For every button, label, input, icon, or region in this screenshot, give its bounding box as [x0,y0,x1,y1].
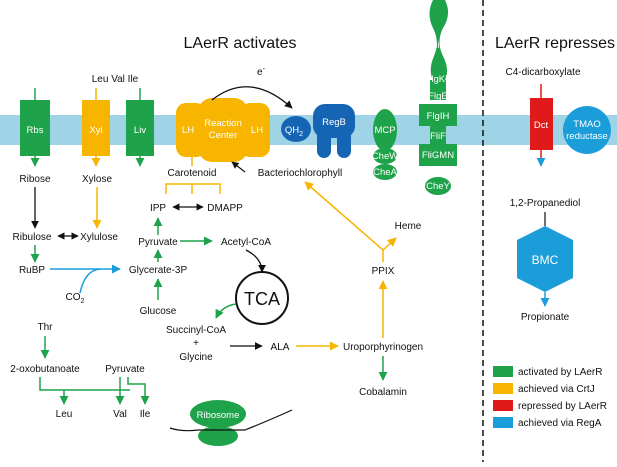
qh2-molecule: QH2 [281,116,311,142]
rbs-label: Rbs [27,125,44,136]
legend-swatch-orange [493,383,513,394]
acetyl-to-tca-arrow [245,249,266,273]
tmao-label: TMAO [573,119,600,130]
chey-label: CheY [426,181,450,192]
reaction-center-label-2: Center [209,130,238,141]
c4-dicarboxylate-label: C4-dicarboxylate [505,67,580,78]
flagellum: FliC FlgKL FlgE FlgIH FliF FliGMN CheY [419,0,457,195]
reaction-center-complex: LH Reaction Center LH [176,98,270,162]
pyruvate-2-label: Pyruvate [105,364,145,375]
legend-swatch-blue [493,417,513,428]
leu-val-ile-label: Leu Val Ile [92,74,139,85]
electron-transfer-arrow [211,86,293,109]
chea-protein [373,164,397,180]
lh-right-label: LH [251,125,263,136]
legend-label-repressed: repressed by LAerR [518,401,607,412]
flagellar-filament [429,0,449,80]
thr-label: Thr [38,322,54,333]
xylose-label: Xylose [82,174,112,185]
xyl-transporter: Xyl [82,88,110,167]
ppix-label: PPIX [372,266,395,277]
flic-label: FliC [430,40,447,51]
acetylcoa-label: Acetyl-CoA [221,237,271,248]
dct-label: Dct [534,120,549,131]
liv-transporter: Liv [126,88,154,167]
flgih-label: FlgIH [427,111,450,122]
chemotaxis-complex: MCP CheW CheA [372,109,398,180]
chew-protein [373,148,397,164]
flif-label: FliF [430,131,446,142]
regb-label: RegB [322,117,346,128]
cobalamin-label: Cobalamin [359,387,407,398]
legend-label-activated: activated by LAerR [518,367,603,378]
co2-label: CO2 [66,292,85,305]
chew-label: CheW [372,151,398,162]
reaction-center-label: Reaction [204,118,242,129]
glycine-label: Glycine [179,352,213,363]
ipp-label: IPP [150,203,166,214]
rubp-label: RuBP [19,265,45,276]
flgkl-label: FlgKL [426,74,451,85]
heading-activates: LAerR activates [184,35,297,52]
mcp-protein [373,109,397,151]
ribose-label: Ribose [19,174,51,185]
succinylcoa-label: Succinyl-CoA [166,325,226,336]
qh2-label: QH2 [285,125,303,138]
chea-label: CheA [373,167,397,178]
propanediol-label: 1,2-Propanediol [510,198,581,209]
legend: activated by LAerR achieved via CrtJ rep… [493,366,607,429]
dmapp-label: DMAPP [207,203,243,214]
tmao-reductase: TMAO reductase [563,106,611,154]
legend-swatch-red [493,400,513,411]
bmc-compartment [517,226,573,292]
mrna-strand [169,409,293,432]
ribosome-label: Ribosome [197,410,240,421]
ala-label: ALA [271,342,290,353]
fligmn-label: FliGMN [422,150,454,161]
liv-label: Liv [134,125,146,136]
propionate-label: Propionate [521,312,570,323]
plus-label: + [193,338,199,349]
ribosome: Ribosome [169,400,293,446]
dct-transporter: Dct [530,84,553,167]
pyruvate-label: Pyruvate [138,237,178,248]
chey-protein [425,177,451,195]
glycerate-label: Glycerate-3P [129,265,188,276]
xyl-label: Xyl [89,125,102,136]
bacteriochlorophyll-label: Bacteriochlorophyll [258,168,343,179]
tca-cycle [235,271,289,325]
val-label: Val [113,409,127,420]
tca-label: TCA [244,289,280,309]
flge-label: FlgE [428,91,448,102]
ile-label: Ile [140,409,151,420]
legend-label-rega: achieved via RegA [518,418,602,429]
tca-to-succinyl-arrow [215,303,237,319]
glucose-label: Glucose [140,306,177,317]
xylulose-label: Xylulose [80,232,118,243]
leu-label: Leu [56,409,73,420]
electron-label: e- [257,66,266,78]
rbs-transporter: Rbs [20,88,50,167]
legend-label-crtj: achieved via CrtJ [518,384,595,395]
legend-swatch-green [493,366,513,377]
mcp-label: MCP [374,125,395,136]
tmao-label-2: reductase [566,131,608,142]
heme-label: Heme [395,221,422,232]
oxobutanoate-label: 2-oxobutanoate [10,364,80,375]
bmc-label: BMC [532,253,559,267]
regb-sensor: RegB [313,104,355,158]
lh-left-label: LH [182,125,194,136]
ribulose-label: Ribulose [13,232,52,243]
carotenoid-label: Carotenoid [168,168,217,179]
heading-represses: LAerR represses [495,35,615,52]
uroporphyrinogen-label: Uroporphyrinogen [343,342,423,353]
